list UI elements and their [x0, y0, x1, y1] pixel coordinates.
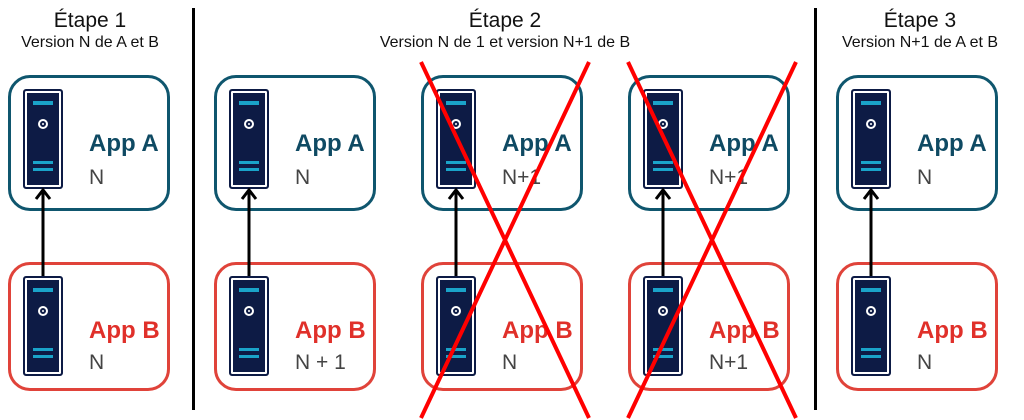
stage-divider — [814, 8, 817, 410]
stage-subtitle: Version N de 1 et version N+1 de B — [379, 34, 631, 51]
server-icon — [23, 276, 63, 376]
server-bar — [861, 348, 881, 351]
server-bar — [239, 161, 259, 164]
stage-title: Étape 1 — [53, 9, 127, 32]
stage-subtitle: Version N+1 de A et B — [841, 34, 999, 51]
server-disk — [38, 306, 48, 316]
server-icon — [643, 276, 683, 376]
app-a-label: App A — [295, 130, 365, 157]
app-b-box: App B N+1 — [628, 262, 790, 391]
server-icon — [229, 276, 269, 376]
app-a-version: N — [917, 166, 933, 189]
server-bar — [239, 101, 259, 105]
dependency-arrow — [34, 187, 52, 276]
stage-header: Étape 3 Version N+1 de A et B — [720, 9, 1024, 53]
server-bar — [446, 348, 466, 351]
server-bar — [861, 355, 881, 358]
app-a-box: App A N — [836, 75, 998, 211]
app-b-label: App B — [89, 317, 160, 344]
server-bar — [446, 101, 466, 105]
stage-title: Étape 2 — [468, 9, 542, 32]
server-bar — [861, 161, 881, 164]
server-bar — [446, 161, 466, 164]
server-bar — [446, 288, 466, 292]
server-bar — [33, 288, 53, 292]
app-b-box: App B N + 1 — [214, 262, 376, 391]
cross-out-mark — [626, 61, 798, 419]
server-icon — [229, 89, 269, 189]
server-bar — [653, 168, 673, 171]
app-b-box: App B N — [421, 262, 583, 391]
app-b-label: App B — [917, 317, 988, 344]
server-bar — [446, 355, 466, 358]
server-bar — [33, 101, 53, 105]
stage-header: Étape 2 Version N de 1 et version N+1 de … — [305, 9, 705, 53]
server-bar — [33, 161, 53, 164]
server-disk — [244, 119, 254, 129]
dependency-arrow — [654, 187, 672, 276]
stage-header: Étape 1 Version N de A et B — [0, 9, 290, 53]
server-disk — [866, 306, 876, 316]
dependency-arrow — [862, 187, 880, 276]
app-b-label: App B — [709, 317, 780, 344]
server-icon — [436, 276, 476, 376]
app-a-box: App A N — [8, 75, 170, 211]
app-a-label: App A — [502, 130, 572, 157]
app-b-version: N — [89, 351, 105, 374]
server-bar — [653, 101, 673, 105]
app-a-version: N — [295, 166, 311, 189]
dependency-arrow — [240, 187, 258, 276]
server-bar — [33, 168, 53, 171]
server-bar — [861, 288, 881, 292]
server-disk — [866, 119, 876, 129]
app-b-label: App B — [502, 317, 573, 344]
app-b-box: App B N — [8, 262, 170, 391]
cross-out-mark — [419, 61, 591, 419]
app-a-label: App A — [89, 130, 159, 157]
server-bar — [239, 168, 259, 171]
app-a-version: N — [89, 166, 105, 189]
app-b-version: N — [917, 351, 933, 374]
app-b-version: N+1 — [709, 351, 749, 374]
server-icon — [851, 276, 891, 376]
server-bar — [239, 288, 259, 292]
server-bar — [446, 168, 466, 171]
app-a-label: App A — [917, 130, 987, 157]
server-bar — [239, 355, 259, 358]
app-b-version: N + 1 — [295, 351, 346, 374]
dependency-arrow — [447, 187, 465, 276]
server-bar — [653, 355, 673, 358]
server-bar — [239, 348, 259, 351]
app-a-label: App A — [709, 130, 779, 157]
server-disk — [658, 306, 668, 316]
app-b-box: App B N — [836, 262, 998, 391]
server-bar — [653, 161, 673, 164]
server-disk — [244, 306, 254, 316]
stage-title: Étape 3 — [883, 9, 957, 32]
server-icon — [23, 89, 63, 189]
server-disk — [451, 306, 461, 316]
server-bar — [653, 288, 673, 292]
server-disk — [38, 119, 48, 129]
stage-subtitle: Version N de A et B — [21, 34, 159, 51]
server-bar — [861, 168, 881, 171]
server-bar — [653, 348, 673, 351]
stage-divider — [192, 8, 195, 410]
server-bar — [33, 355, 53, 358]
app-a-box: App A N — [214, 75, 376, 211]
server-bar — [33, 348, 53, 351]
app-b-label: App B — [295, 317, 366, 344]
app-b-version: N — [502, 351, 518, 374]
server-bar — [861, 101, 881, 105]
